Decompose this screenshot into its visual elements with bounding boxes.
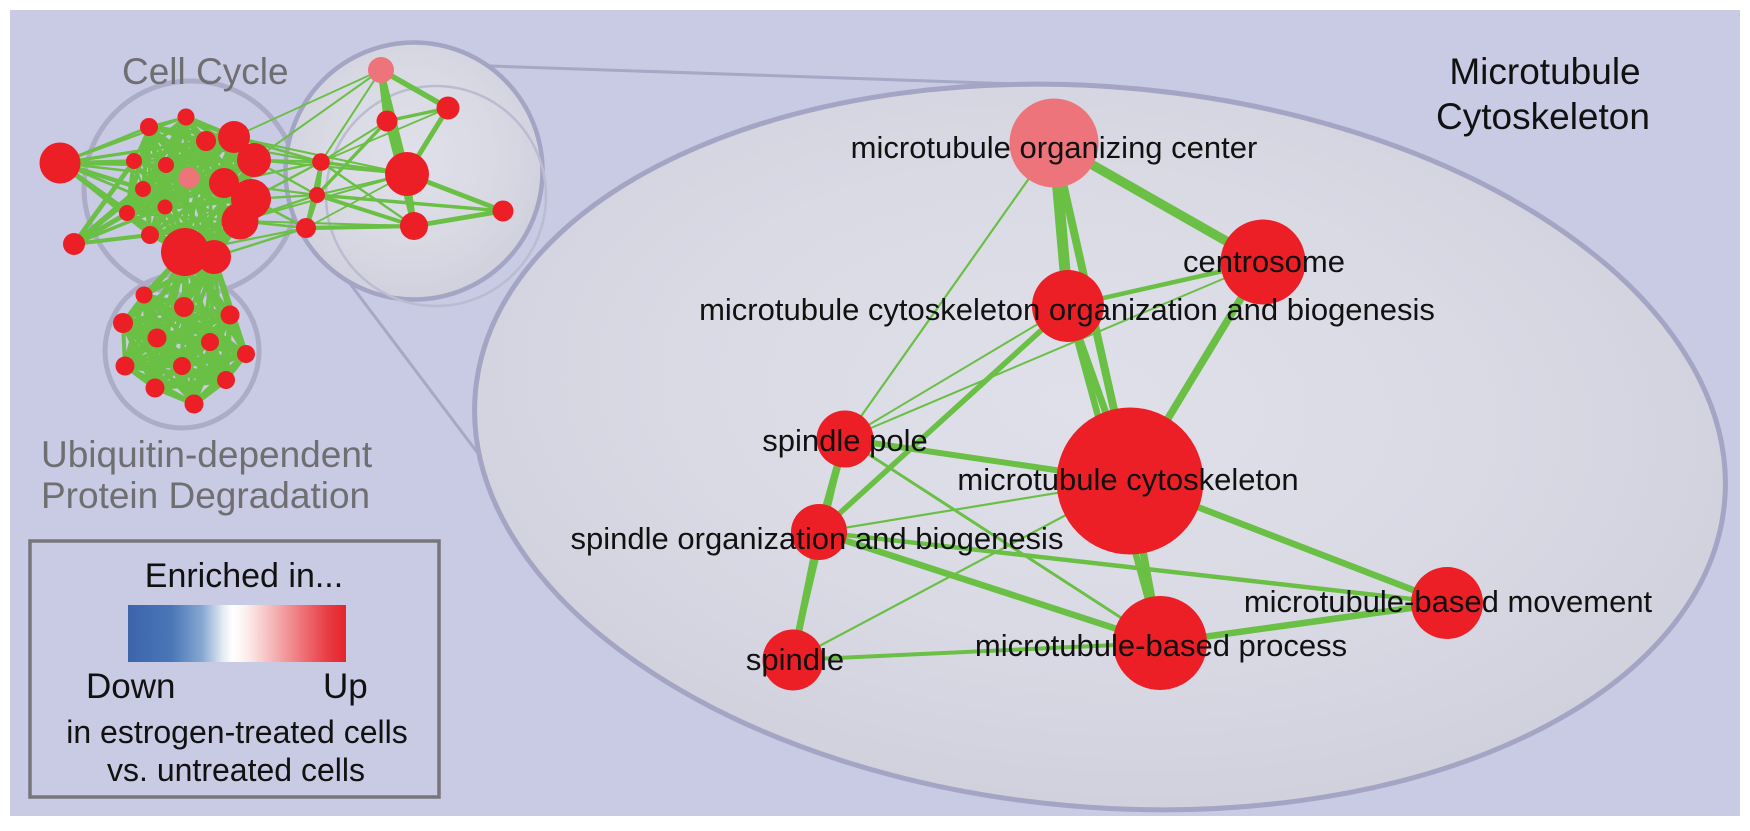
svg-text:in estrogen-treated cells: in estrogen-treated cells [66,714,408,750]
svg-text:Cytoskeleton: Cytoskeleton [1436,96,1650,137]
svg-text:microtubule-based process: microtubule-based process [975,628,1347,663]
svg-text:Microtubule: Microtubule [1449,51,1640,92]
svg-text:spindle pole: spindle pole [762,423,927,458]
svg-text:microtubule organizing center: microtubule organizing center [851,130,1258,165]
svg-text:microtubule cytoskeleton: microtubule cytoskeleton [957,462,1298,497]
svg-text:Ubiquitin-dependent: Ubiquitin-dependent [41,434,373,475]
svg-text:Down: Down [86,667,175,706]
svg-text:microtubule-based movement: microtubule-based movement [1244,584,1653,619]
svg-text:microtubule cytoskeleton organ: microtubule cytoskeleton organization an… [699,292,1435,327]
svg-text:centrosome: centrosome [1183,244,1345,279]
svg-text:spindle: spindle [746,642,844,677]
svg-text:Up: Up [323,667,368,706]
svg-text:Protein Degradation: Protein Degradation [41,475,370,516]
svg-text:spindle organization and bioge: spindle organization and biogenesis [571,521,1064,556]
svg-text:Cell Cycle: Cell Cycle [122,51,289,92]
svg-text:Enriched in...: Enriched in... [145,557,343,595]
svg-text:vs. untreated cells: vs. untreated cells [107,752,365,788]
